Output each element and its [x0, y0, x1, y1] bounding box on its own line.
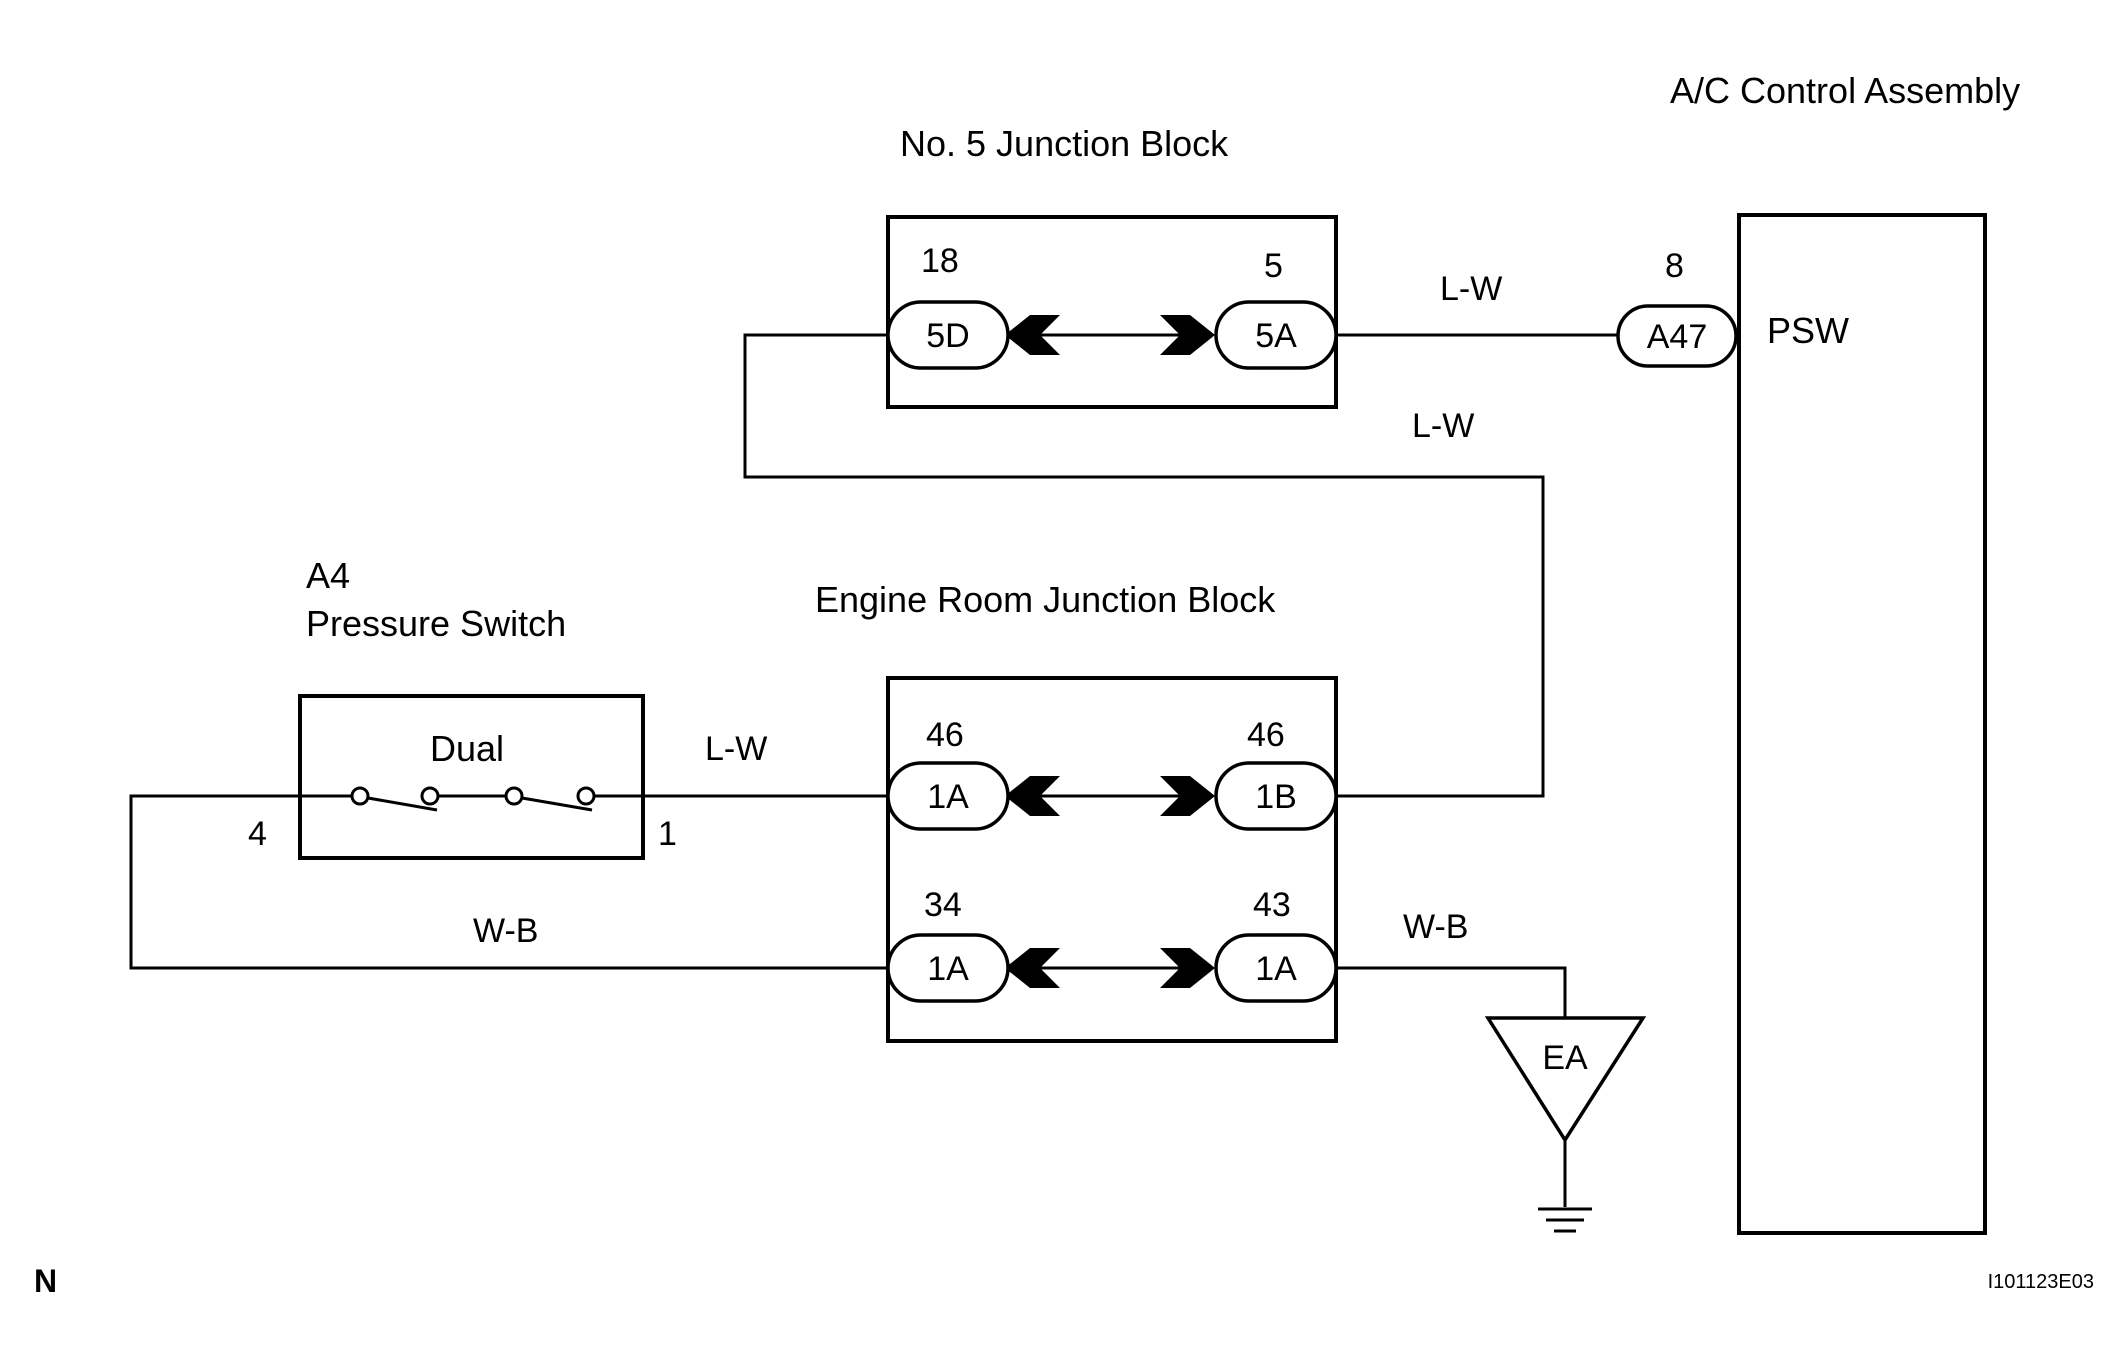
pressure-switch-box	[298, 694, 645, 860]
erjb-row1-internal-link	[1005, 776, 1215, 816]
pin-18: 18	[921, 242, 959, 280]
connector-a47-label: A47	[1647, 318, 1708, 356]
jb5-title: No. 5 Junction Block	[900, 123, 1229, 164]
pressure-switch-id: A4	[306, 555, 350, 596]
pin-8: 8	[1665, 247, 1684, 285]
connector-1a-row2-left-label: 1A	[927, 950, 969, 988]
ac-control-box	[1737, 213, 1987, 1235]
pressure-switch-title: Pressure Switch	[306, 603, 566, 644]
footer-n-mark: N	[34, 1263, 57, 1299]
wire-color-ground: W-B	[1403, 908, 1468, 946]
connector-1a-row2-right-label: 1A	[1255, 950, 1297, 988]
connector-1b-label: 1B	[1255, 778, 1297, 816]
wire-color-erjb-jb5: L-W	[1412, 407, 1474, 445]
connector-a47	[1616, 304, 1738, 368]
jb5-box	[886, 215, 1338, 409]
connector-1a-row2-left	[886, 933, 1010, 1003]
connector-1a-row2-right	[1214, 933, 1338, 1003]
ground-ea-label: EA	[1542, 1039, 1588, 1077]
pin-46-left: 46	[926, 716, 964, 754]
erjb-box	[886, 676, 1338, 1043]
wire-color-switch-erjb: L-W	[705, 730, 767, 768]
dual-switch-symbol	[300, 786, 643, 812]
pin-46-right: 46	[1247, 716, 1285, 754]
connector-1a-row1	[886, 761, 1010, 831]
connector-1b	[1214, 761, 1338, 831]
wire-erjb-to-ground	[1338, 966, 1567, 1018]
wire-color-switch-return: W-B	[473, 912, 538, 950]
pin-43: 43	[1253, 886, 1291, 924]
psw-terminal-label: PSW	[1767, 310, 1849, 351]
connector-5d-label: 5D	[926, 317, 969, 355]
wire-switch-return	[129, 794, 888, 970]
connector-5d	[886, 300, 1010, 370]
connector-5a	[1214, 300, 1338, 370]
erjb-row2-internal-link	[1005, 948, 1215, 988]
connector-1a-row1-label: 1A	[927, 778, 969, 816]
pin-34: 34	[924, 886, 962, 924]
jb5-internal-link	[1005, 315, 1215, 355]
switch-pin-4: 4	[248, 815, 267, 853]
wire-color-jb5-acc: L-W	[1440, 270, 1502, 308]
ac-control-title: A/C Control Assembly	[1670, 70, 2020, 111]
connector-5a-label: 5A	[1255, 317, 1297, 355]
figure-id: I101123E03	[1988, 1271, 2094, 1293]
ground-ea-symbol	[1484, 1016, 1647, 1233]
switch-pin-1: 1	[658, 815, 677, 853]
pin-5: 5	[1264, 247, 1283, 285]
switch-type-label: Dual	[430, 728, 504, 769]
erjb-title: Engine Room Junction Block	[815, 579, 1276, 620]
wire-erjb-to-jb5	[743, 333, 1545, 798]
